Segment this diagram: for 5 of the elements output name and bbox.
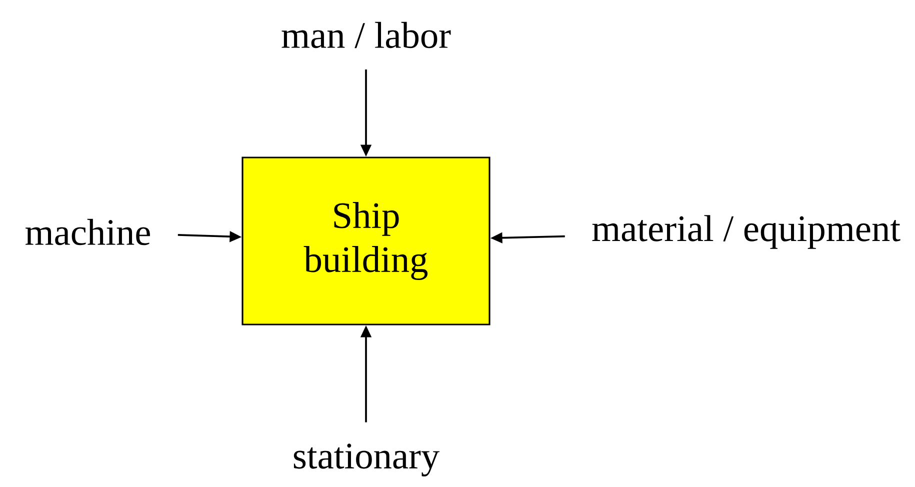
input-label: material / equipment xyxy=(592,215,900,249)
input-label: machine xyxy=(26,218,150,246)
input-label: man / labor xyxy=(282,22,451,48)
input-label: stationary xyxy=(294,444,440,476)
process-box: Ship building xyxy=(242,156,490,326)
